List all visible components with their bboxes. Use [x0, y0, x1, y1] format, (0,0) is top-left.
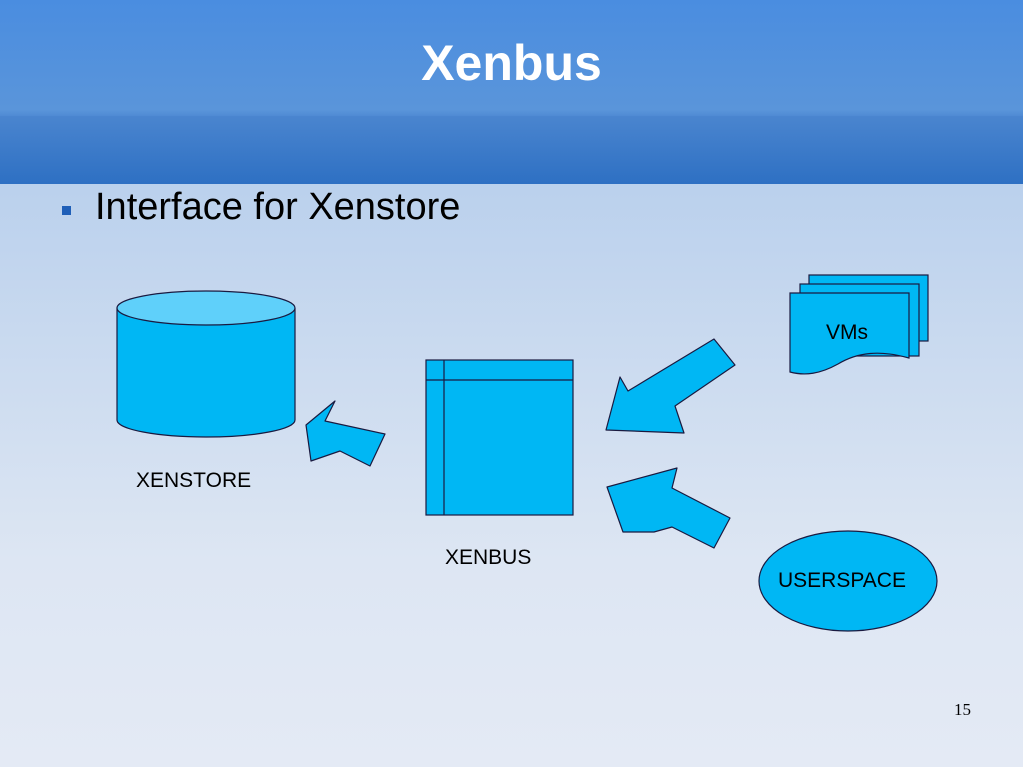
userspace-ellipse: [758, 530, 938, 632]
arrow-vms-to-xenbus: [605, 338, 736, 434]
xenstore-label: XENSTORE: [136, 469, 252, 492]
bullet-square-icon: [62, 206, 71, 215]
title-bar: Xenbus: [0, 0, 1023, 184]
userspace-label: USERSPACE: [778, 569, 906, 592]
arrow-userspace-to-xenbus: [606, 467, 731, 549]
xenbus-label: XENBUS: [445, 546, 532, 569]
vms-documents: [789, 274, 929, 375]
arrow-xenbus-to-xenstore: [305, 400, 386, 467]
xenstore-cylinder: [116, 290, 296, 438]
page-number: 15: [954, 700, 971, 719]
bullet-text: Interface for Xenstore: [95, 186, 461, 228]
title-bar-shade: [0, 116, 1023, 184]
xenbus-box: [425, 359, 574, 516]
vms-label: VMs: [826, 321, 868, 344]
slide-title: Xenbus: [421, 35, 602, 91]
